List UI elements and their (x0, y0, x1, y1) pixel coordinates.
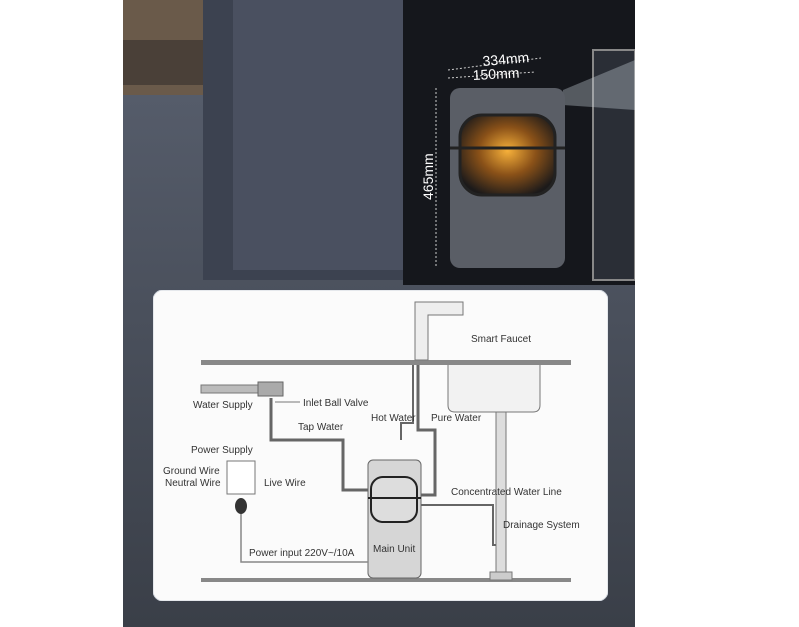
hot-water-pipe (400, 365, 414, 440)
sink (447, 365, 541, 413)
label-ground-wire: Ground Wire (163, 466, 220, 477)
tap-water-pipe (269, 398, 368, 492)
width-dimension: 150mm (472, 65, 519, 83)
depth-dimension: 334mm (482, 49, 530, 69)
label-tap-water: Tap Water (298, 422, 344, 433)
power-plug-icon (235, 498, 247, 514)
installation-diagram: Smart Faucet Drainage System Water Suppl… (153, 290, 608, 601)
power-cable (240, 514, 368, 563)
label-drainage-system: Drainage System (503, 520, 580, 531)
label-power-input: Power input 220V~/10A (249, 548, 355, 559)
floor-line (201, 578, 571, 582)
pure-water-pipe (415, 365, 437, 497)
label-concentrated-water-line: Concentrated Water Line (451, 487, 562, 498)
concentrated-water-pipe (415, 504, 496, 546)
label-water-supply: Water Supply (193, 400, 253, 411)
water-supply-pipe (200, 384, 267, 394)
label-pure-water: Pure Water (431, 413, 482, 424)
faucet-icon (414, 301, 464, 361)
label-smart-faucet: Smart Faucet (471, 334, 531, 345)
height-dimension: 465mm (420, 153, 436, 200)
label-hot-water: Hot Water (371, 413, 416, 424)
power-outlet (226, 460, 256, 495)
label-neutral-wire: Neutral Wire (165, 478, 221, 489)
cabinet-shelf (592, 49, 635, 281)
countertop (201, 360, 571, 365)
label-inlet-ball-valve: Inlet Ball Valve (303, 398, 369, 409)
label-main-unit: Main Unit (373, 544, 415, 555)
label-power-supply: Power Supply (191, 445, 253, 456)
label-live-wire: Live Wire (264, 478, 306, 489)
